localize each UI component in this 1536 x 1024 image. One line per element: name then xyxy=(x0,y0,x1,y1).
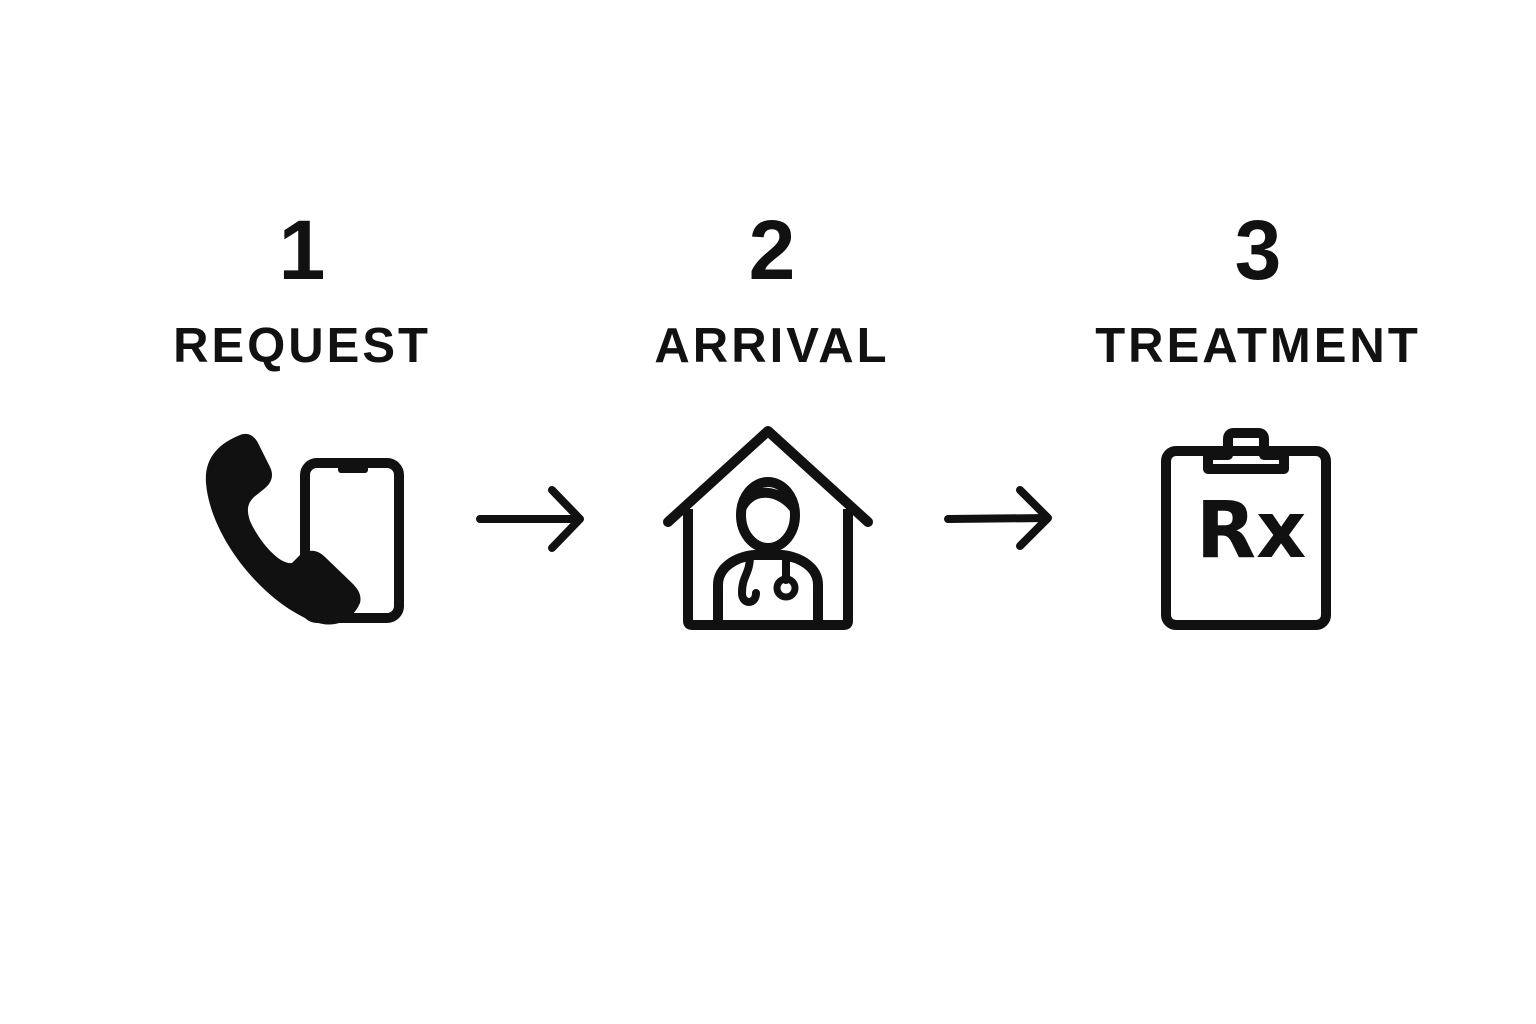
clipboard-rx-icon: Rx xyxy=(1156,425,1336,640)
house-doctor-icon xyxy=(658,425,878,640)
step-treatment: 3 TREATMENT xyxy=(1088,200,1428,376)
step-arrival: 2 ARRIVAL xyxy=(602,200,942,376)
rx-symbol: Rx xyxy=(1196,486,1306,576)
phone-smartphone-icon xyxy=(200,425,410,635)
step-number: 1 xyxy=(278,203,326,297)
arrow-right-icon xyxy=(472,484,592,559)
step-label: REQUEST xyxy=(173,319,431,373)
step-number: 3 xyxy=(1234,203,1282,297)
step-request: 1 REQUEST xyxy=(132,200,472,376)
step-number: 2 xyxy=(748,203,796,297)
step-label: TREATMENT xyxy=(1095,319,1421,373)
arrow-right-icon xyxy=(940,484,1060,559)
step-label: ARRIVAL xyxy=(654,319,890,373)
